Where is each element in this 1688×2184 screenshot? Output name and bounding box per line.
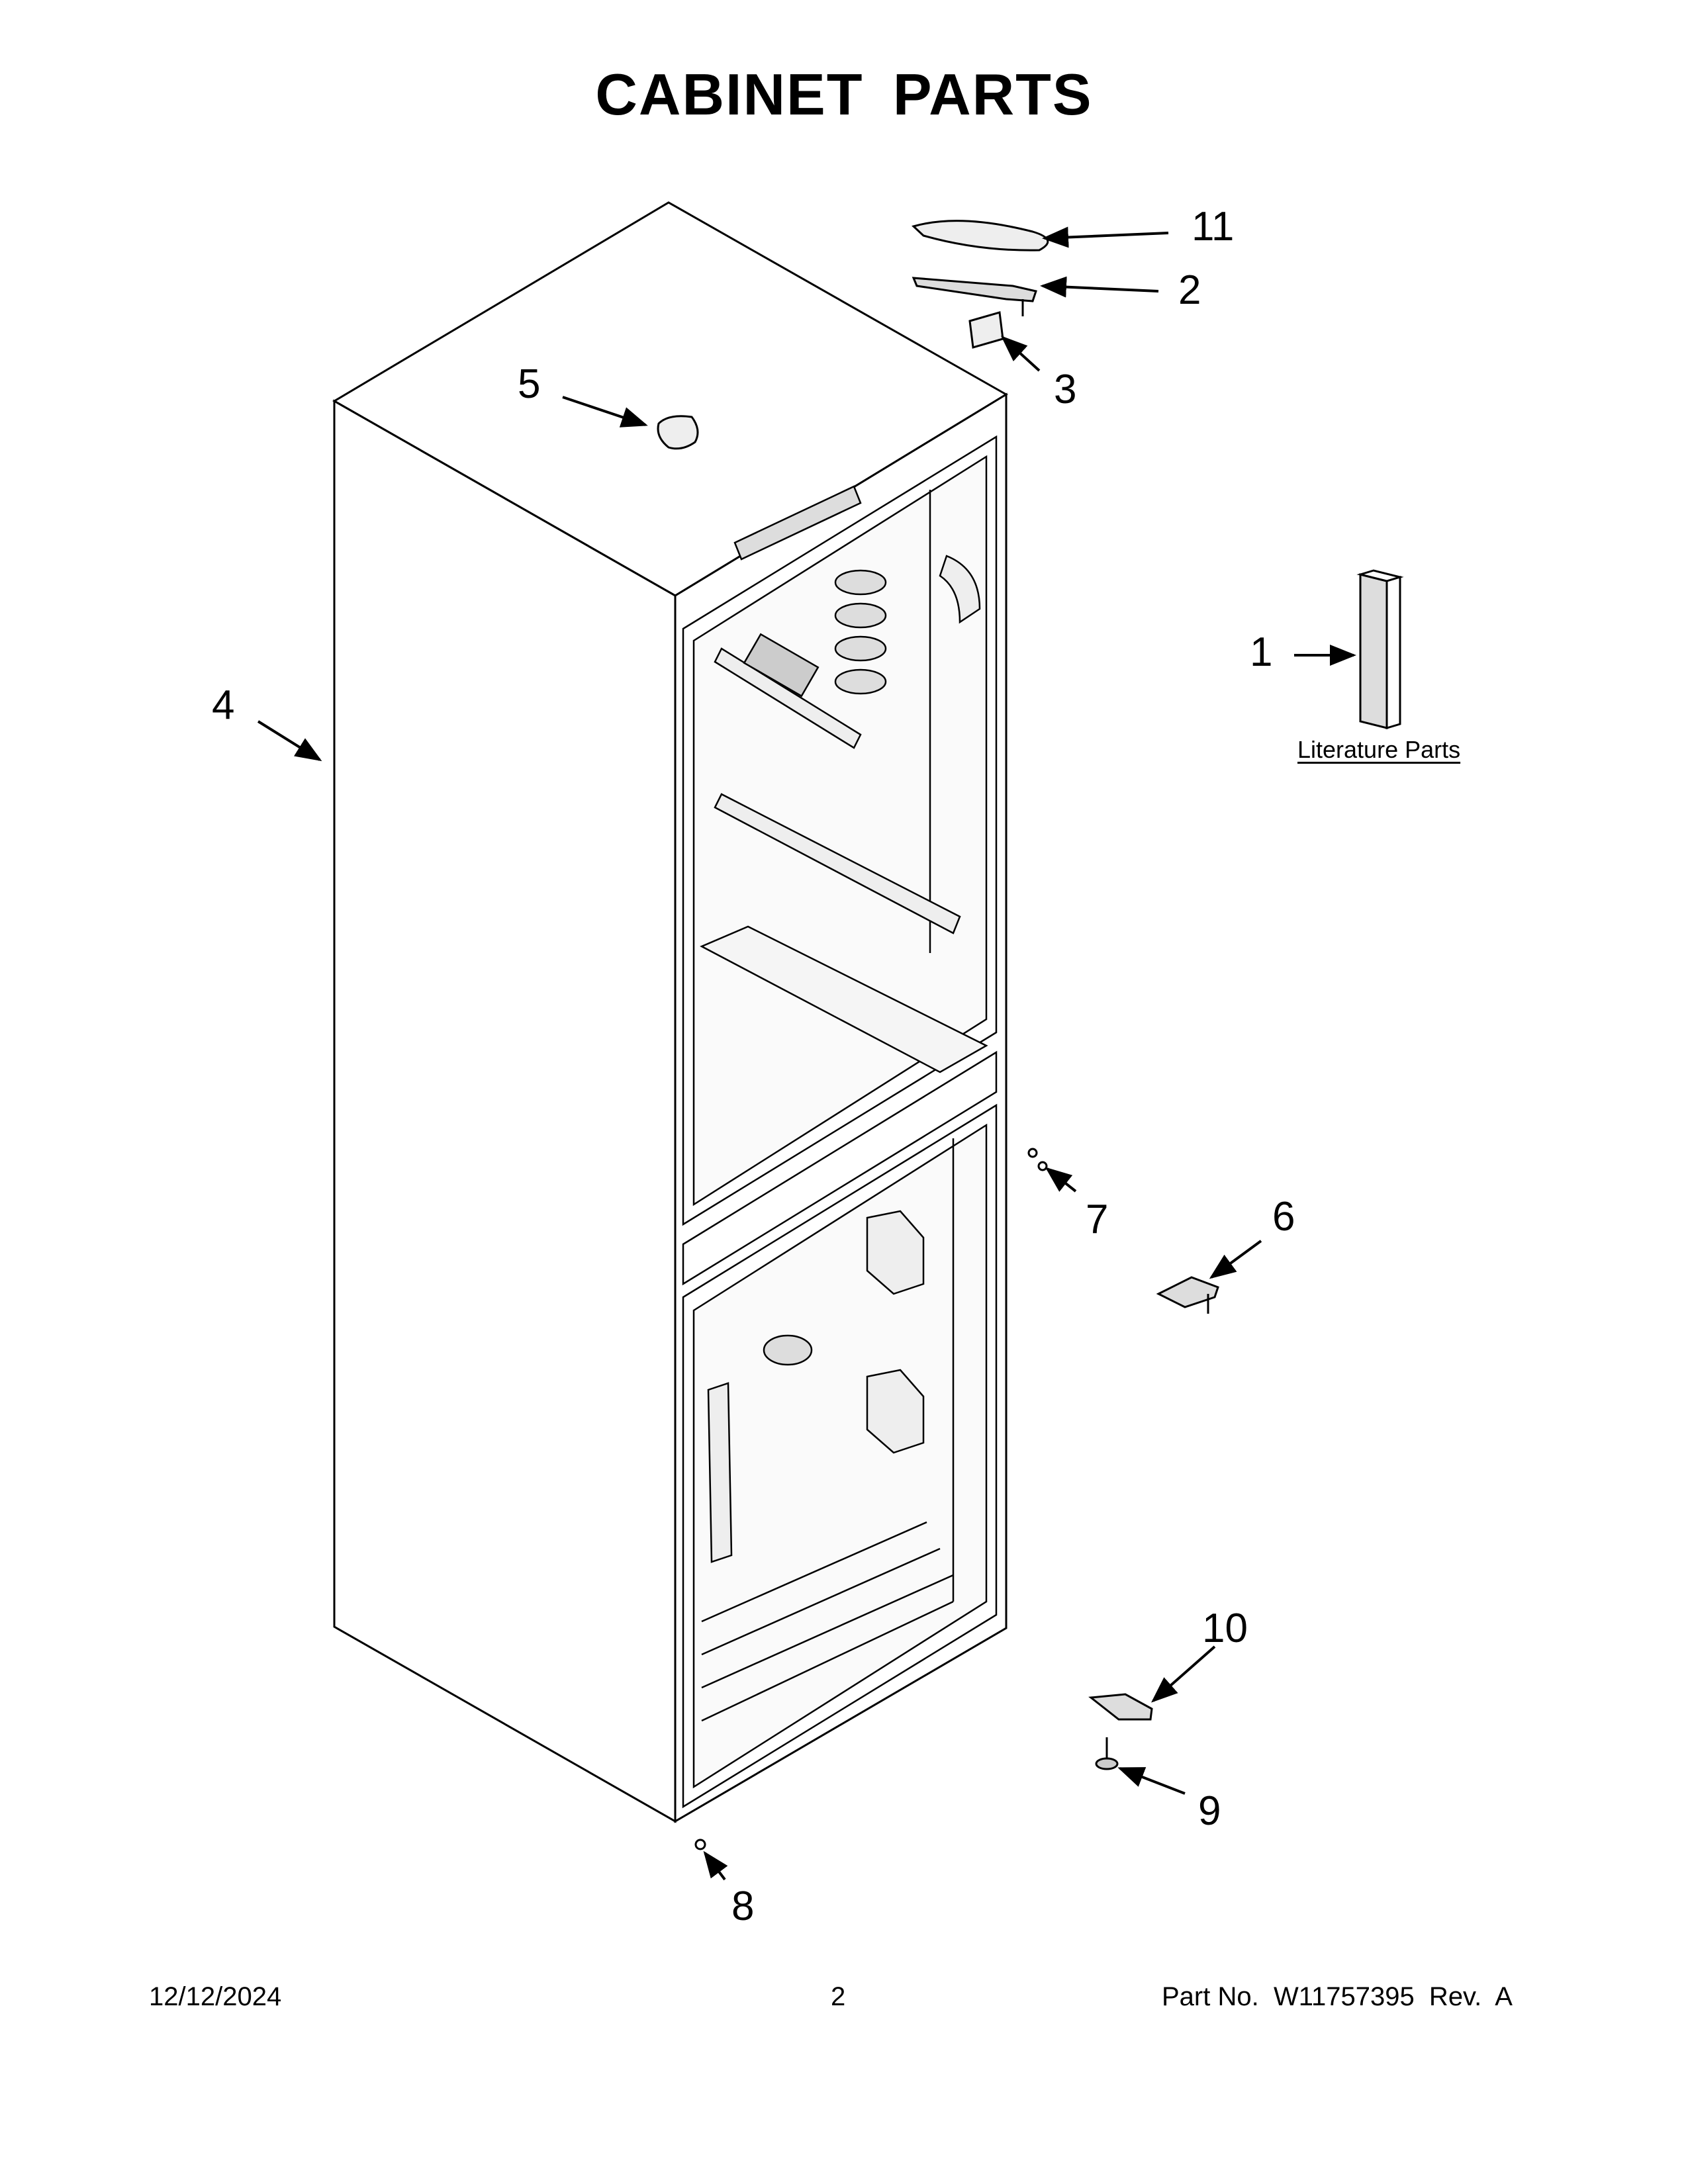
callout-arrows [257,226,1356,1881]
footer-page-number: 2 [831,1982,846,2011]
fresh-food-compartment [682,435,998,1226]
callout-1: 1 [1250,629,1273,675]
part-6-hinge [1156,1276,1219,1308]
part-1-literature [1359,573,1388,729]
part-10-hinge [1088,1693,1153,1721]
callout-3: 3 [1054,367,1077,412]
callout-11: 11 [1192,204,1235,250]
mullion [682,1050,998,1286]
footer-part-info: Part No. W11757395 Rev. A [1162,1982,1513,2011]
part-9-leveler [1095,1757,1119,1770]
part-5-cover [657,415,699,450]
footer-date: 12/12/2024 [149,1982,282,2011]
part-2-hinge [912,277,1037,302]
callout-10: 10 [1202,1606,1248,1651]
cabinet-side [333,399,677,1823]
callout-4: 4 [212,682,235,728]
callout-5: 5 [518,361,541,407]
literature-parts-label: Literature Parts [1297,736,1461,763]
callout-9: 9 [1198,1788,1221,1834]
callout-2: 2 [1178,267,1201,313]
part-3-shim [968,311,1004,349]
callout-8: 8 [731,1884,755,1929]
page-title: CABINET PARTS [595,62,1093,127]
freezer-compartment [682,1103,998,1809]
parts [657,220,1404,1850]
callout-6: 6 [1272,1194,1295,1240]
part-8-screw [694,1839,706,1850]
part-11-gasket [912,220,1049,251]
callout-7: 7 [1086,1197,1109,1242]
